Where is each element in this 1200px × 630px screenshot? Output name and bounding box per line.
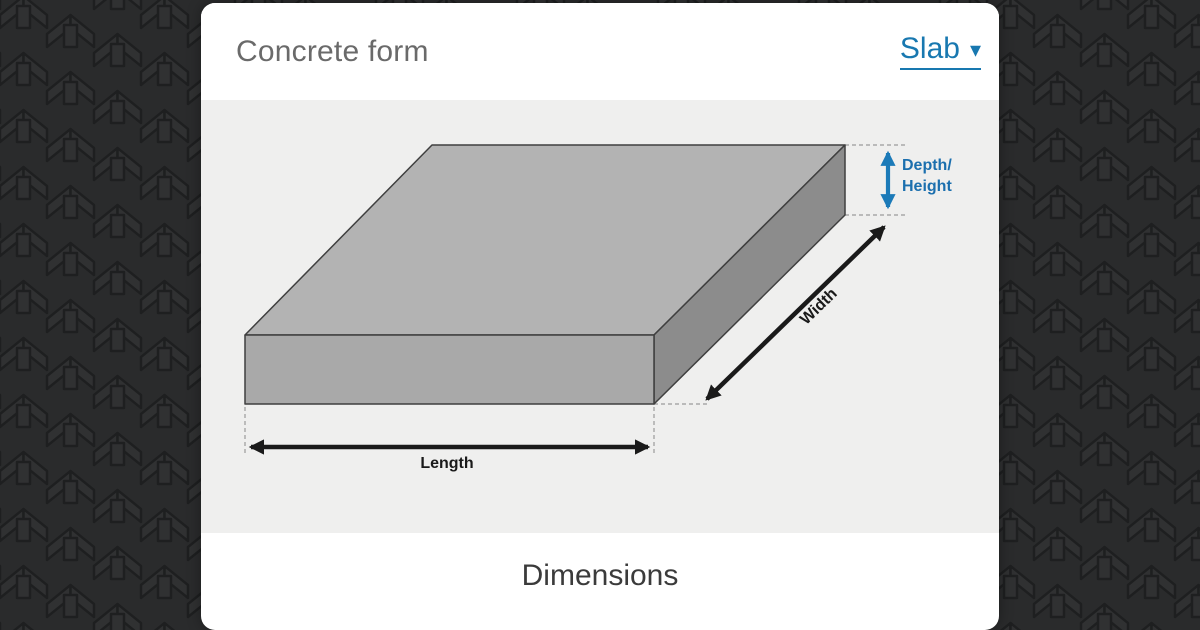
form-type-dropdown[interactable]: Slab ▾	[899, 32, 981, 70]
dimensions-section: Dimensions	[201, 533, 999, 593]
dimensions-heading: Dimensions	[521, 559, 679, 592]
card-header: Concrete form Slab ▾	[201, 3, 999, 100]
length-label: Length	[420, 455, 473, 472]
depth-label-line1: Depth/	[902, 157, 952, 174]
width-arrow	[705, 225, 886, 401]
page-title: Concrete form	[236, 34, 429, 68]
slab-diagram: Depth/ Height Width Length	[201, 100, 999, 533]
form-type-label: Slab	[899, 32, 960, 66]
slab-solid	[244, 144, 846, 405]
depth-label-line2: Height	[902, 178, 952, 195]
caret-down-icon: ▾	[969, 37, 981, 62]
slab-front-face	[244, 334, 655, 405]
slab-diagram-canvas: Depth/ Height Width Length	[244, 144, 952, 472]
construction-dashed-lines	[244, 144, 907, 453]
calculator-card: Concrete form Slab ▾	[201, 3, 999, 630]
